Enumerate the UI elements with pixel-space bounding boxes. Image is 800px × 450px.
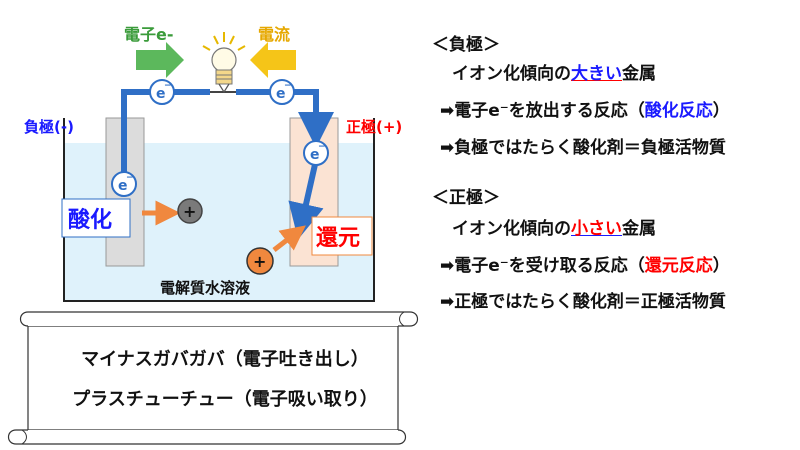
scroll-banner bbox=[7, 311, 419, 445]
positive-line-1: イオン化傾向の小さい金属 bbox=[452, 219, 656, 239]
negative-line-2-pre: ➡電子e⁻を放出する反応（ bbox=[440, 101, 645, 121]
positive-line-3: ➡正極ではたらく酸化剤＝正極活物質 bbox=[440, 292, 726, 312]
positive-ion: + bbox=[246, 247, 274, 275]
negative-electrode-label: 負極(-) bbox=[24, 118, 74, 136]
svg-text:+: + bbox=[253, 252, 266, 271]
positive-line-2-em: 還元反応 bbox=[644, 256, 713, 276]
positive-heading: ＜正極＞ bbox=[432, 188, 500, 208]
negative-line-2-post: ） bbox=[712, 101, 730, 121]
current-label: 電流 bbox=[258, 25, 290, 44]
positive-line-2: ➡電子e⁻を受け取る反応（還元反応） bbox=[440, 256, 730, 276]
oxidation-label: 酸化 bbox=[68, 207, 112, 233]
positive-line-1-pre: イオン化傾向の bbox=[452, 219, 571, 239]
svg-text:−: − bbox=[126, 173, 134, 183]
lightbulb-icon bbox=[202, 32, 246, 94]
reduction-arrow bbox=[272, 225, 306, 252]
electron-flow-arrow bbox=[136, 42, 184, 78]
svg-text:−: − bbox=[318, 142, 326, 152]
svg-text:e: e bbox=[118, 178, 128, 194]
negative-line-1-post: 金属 bbox=[622, 64, 656, 84]
electrolyte-label: 電解質水溶液 bbox=[160, 279, 251, 297]
svg-text:−: − bbox=[164, 81, 172, 91]
negative-line-1-em: 大きい bbox=[571, 64, 622, 84]
svg-text:e: e bbox=[276, 86, 286, 102]
positive-ion: + bbox=[177, 198, 203, 224]
svg-text:−: − bbox=[284, 81, 292, 91]
scroll-line-2: プラスチューチュー（電子吸い取り） bbox=[72, 389, 378, 410]
reduction-box bbox=[311, 216, 373, 256]
reduction-label: 還元 bbox=[316, 226, 360, 251]
negative-line-2: ➡電子e⁻を放出する反応（酸化反応） bbox=[440, 101, 730, 121]
negative-line-2-em: 酸化反応 bbox=[644, 101, 713, 121]
svg-text:e: e bbox=[156, 86, 166, 102]
positive-line-2-post: ） bbox=[712, 256, 730, 276]
negative-line-3: ➡負極ではたらく酸化剤＝負極活物質 bbox=[440, 138, 726, 158]
negative-heading: ＜負極＞ bbox=[432, 35, 500, 55]
electron-arrow-down bbox=[288, 159, 324, 240]
electron-wire bbox=[236, 89, 334, 148]
positive-electrode-label: 正極(+) bbox=[346, 118, 402, 136]
electron-circle: e − bbox=[149, 79, 175, 105]
electron-wire bbox=[121, 89, 210, 180]
scroll-line-1: マイナスガバガバ（電子吐き出し） bbox=[81, 349, 369, 370]
electron-circle: e − bbox=[303, 140, 329, 166]
electron-circle: e − bbox=[111, 171, 137, 197]
positive-line-2-pre: ➡電子e⁻を受け取る反応（ bbox=[440, 256, 645, 276]
current-flow-arrow bbox=[250, 42, 296, 78]
positive-line-1-post: 金属 bbox=[622, 219, 656, 239]
electron-circle: e − bbox=[269, 79, 295, 105]
electron-flow-label: 電子e- bbox=[124, 25, 174, 44]
positive-line-1-em: 小さい bbox=[571, 219, 622, 239]
svg-text:+: + bbox=[183, 202, 196, 221]
svg-text:e: e bbox=[310, 147, 320, 163]
negative-line-1: イオン化傾向の大きい金属 bbox=[452, 64, 656, 84]
oxidation-box bbox=[61, 198, 131, 238]
negative-line-1-pre: イオン化傾向の bbox=[452, 64, 571, 84]
